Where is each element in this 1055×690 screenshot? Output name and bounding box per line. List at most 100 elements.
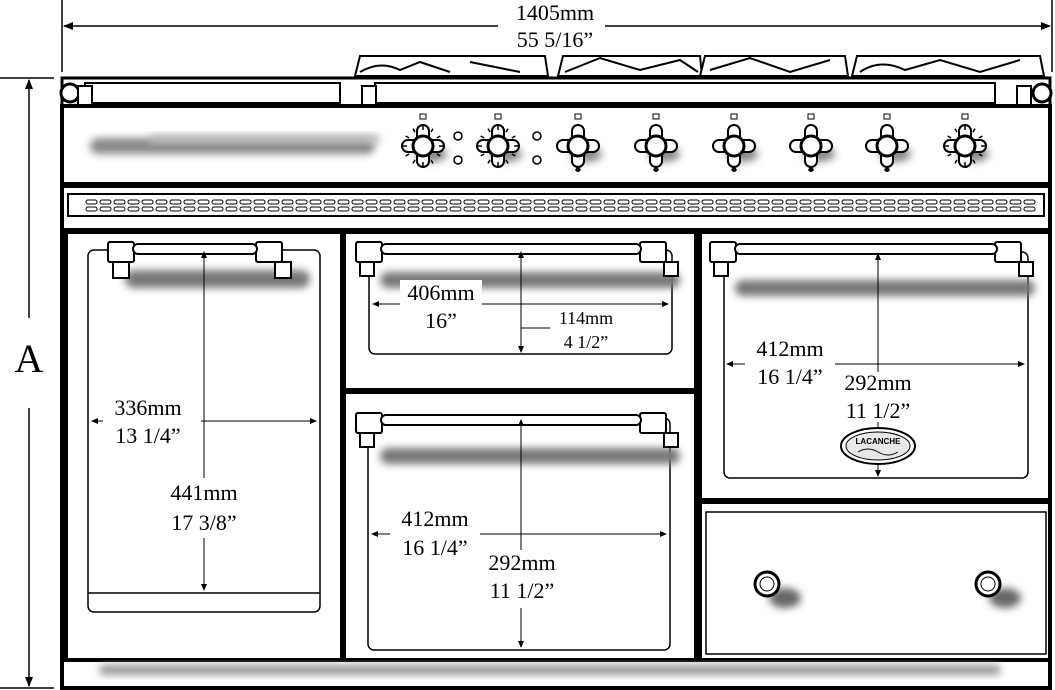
upper-oven-width-mm: 406mm [407,280,474,305]
vent-slot [365,206,378,212]
vent-slot [995,206,1008,212]
vent-slot [253,206,266,212]
plinth [60,658,1052,690]
vent-slot [113,199,126,205]
vent-slot [281,199,294,205]
vent-slot [533,206,546,212]
vent-slot [197,206,210,212]
storage-drawer [698,500,1052,662]
knob-icon[interactable] [943,113,989,168]
upper-oven-height-mm: 114mm [559,308,613,328]
knob-icon[interactable] [401,113,447,168]
vent-slot [757,199,770,205]
vent-slot [351,199,364,205]
right-oven-width-in: 16 1/4” [757,364,822,389]
vent-slot [631,199,644,205]
vent-slot [715,199,728,205]
vent-slot [645,199,658,205]
vent-slot [421,206,434,212]
vent-slot [855,206,868,212]
tall-oven-handle [107,241,292,279]
knob-icon[interactable] [712,113,758,172]
vent-slot [659,206,672,212]
lower-oven-handle [355,412,679,448]
vent-strip [60,184,1052,232]
vent-slot [183,199,196,205]
knob-icon[interactable] [476,113,522,168]
vent-slot [645,206,658,212]
upper-oven-handle [355,241,679,277]
tall-oven-width-mm: 336mm [114,395,181,420]
vent-slot [463,206,476,212]
right-oven-handle [709,241,1034,277]
knob-icon[interactable] [556,113,602,172]
vent-slot [729,206,742,212]
vent-slot [155,199,168,205]
vent-slot [603,206,616,212]
vent-slot [113,206,126,212]
overall-width-mm: 1405mm [516,0,594,25]
vent-slot [197,199,210,205]
vent-slot [561,199,574,205]
vent-slot [239,199,252,205]
lower-oven: 412mm 16 1/4” 292mm 11 1/2” [342,390,698,662]
vent-slot [897,199,910,205]
tall-oven-width-in: 13 1/4” [115,423,180,448]
upper-small-oven: 406mm 16” 114mm 4 1/2” [342,230,698,392]
vent-slot [505,206,518,212]
vent-slot [589,199,602,205]
vent-slot [169,199,182,205]
vent-slot [827,206,840,212]
cooktop-grates [353,55,1046,77]
vent-slot [351,206,364,212]
vent-slot [925,206,938,212]
vent-slot [603,199,616,205]
vent-slot [533,199,546,205]
tall-oven: 336mm 13 1/4” 441mm 17 3/8” [64,230,344,662]
knob-icon[interactable] [634,113,680,172]
knob-icon[interactable] [865,113,911,172]
vent-slot [785,199,798,205]
vent-slot [743,199,756,205]
vent-slot [1023,199,1036,205]
vent-slot [869,206,882,212]
lower-oven-height-mm: 292mm [488,550,555,575]
knob-icon[interactable] [789,113,835,172]
vent-slot [575,199,588,205]
vent-slot [85,206,98,212]
vent-slot [743,206,756,212]
vent-slot [547,199,560,205]
vent-slot [211,199,224,205]
vent-slot [449,199,462,205]
vent-slot [267,206,280,212]
vent-slot [99,199,112,205]
vent-slot [85,199,98,205]
vent-slot [421,199,434,205]
vent-slot [729,199,742,205]
vent-slot [841,206,854,212]
vent-slot [435,199,448,205]
vent-slot [477,206,490,212]
indicator-light-icon [532,155,542,165]
lower-oven-width-mm: 412mm [401,506,468,531]
vent-slot [365,199,378,205]
vent-slot [295,199,308,205]
vent-slot [547,206,560,212]
vent-slot [99,206,112,212]
vent-slot [407,199,420,205]
vent-slot [925,199,938,205]
vent-slot [393,206,406,212]
lower-oven-height-in: 11 1/2” [490,578,555,603]
vent-slot [295,206,308,212]
tall-oven-height-mm: 441mm [170,480,237,505]
vent-slot [967,206,980,212]
vent-slot [771,199,784,205]
vent-slot [659,199,672,205]
vent-slot [1009,206,1022,212]
vent-slot [855,199,868,205]
vent-slot [575,206,588,212]
vent-slot [841,199,854,205]
vent-slot [883,206,896,212]
vent-slot [435,206,448,212]
